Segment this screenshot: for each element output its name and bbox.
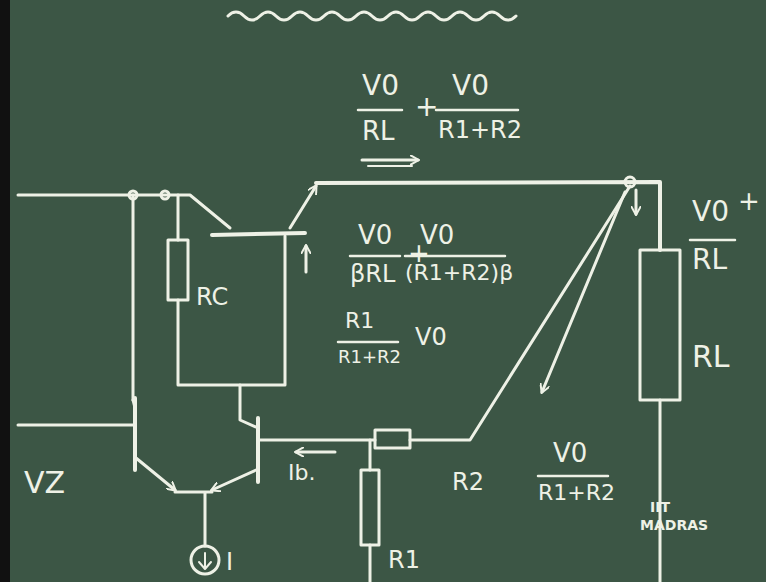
fraction-bar [538, 475, 608, 478]
chalk-label: VZ [24, 468, 65, 498]
resistor-symbol [375, 430, 410, 448]
fraction-bar [690, 239, 735, 242]
chalk-label: Ib. [288, 462, 315, 484]
wire [369, 545, 372, 582]
junction-dot [161, 191, 169, 199]
chalk-label: R2 [452, 470, 484, 494]
resistor-symbol [640, 250, 680, 400]
watermark: IIT [650, 500, 670, 514]
current-arrow [542, 192, 625, 392]
chalk-label: + [415, 93, 438, 121]
board-edge [0, 0, 10, 582]
current-source [191, 546, 219, 574]
chalk-label: V0 [420, 222, 454, 248]
wavy-line [228, 12, 516, 20]
wire [178, 236, 285, 385]
chalk-label: R1 [345, 310, 374, 332]
chalk-label: V0 [358, 222, 392, 248]
pass-transistor-emitter [290, 186, 316, 228]
current-arrow [368, 165, 412, 167]
chalk-label: R1+R2 [438, 118, 522, 142]
watermark: MADRAS [640, 518, 708, 532]
chalk-label: R1+R2 [338, 348, 401, 366]
chalk-label: V0 [452, 72, 489, 100]
chalk-label: V0 [362, 72, 399, 100]
transistor-emitter [212, 470, 256, 490]
wire [410, 186, 630, 440]
chalk-label: V0 [692, 198, 729, 226]
wire [18, 424, 133, 427]
wire [240, 385, 258, 428]
wire [133, 400, 135, 408]
output-rail [316, 182, 660, 250]
wire [132, 195, 135, 400]
fraction-bar [338, 341, 398, 344]
tail-wire [175, 492, 212, 546]
resistor-symbol [168, 240, 188, 300]
chalk-label: (R1+R2)β [405, 262, 513, 284]
wire [659, 400, 662, 582]
input-rail [18, 195, 230, 228]
current-arrow [362, 159, 418, 162]
chalk-label: R1 [388, 548, 420, 572]
transistor-base [256, 418, 260, 482]
chalk-label: RL [692, 342, 730, 372]
chalk-label: + [738, 188, 760, 214]
current-arrow [635, 190, 638, 214]
current-source-arrow [199, 553, 211, 569]
current-arrow [296, 451, 335, 454]
wire [369, 440, 372, 470]
chalk-label: V0 [553, 440, 587, 466]
resistor-symbol [361, 470, 379, 545]
pass-transistor-base [212, 233, 305, 235]
chalk-label: βRL [350, 262, 395, 286]
current-arrow [305, 246, 308, 272]
chalk-label: V0 [415, 325, 447, 349]
wire [258, 439, 375, 442]
wire [177, 195, 180, 240]
chalk-label: RC [196, 285, 228, 309]
chalk-label: RL [692, 246, 727, 274]
chalk-label: I [226, 550, 233, 574]
chalk-label: R1+R2 [538, 482, 615, 504]
chalk-label: RL [362, 118, 395, 144]
transistor-emitter [136, 458, 175, 490]
